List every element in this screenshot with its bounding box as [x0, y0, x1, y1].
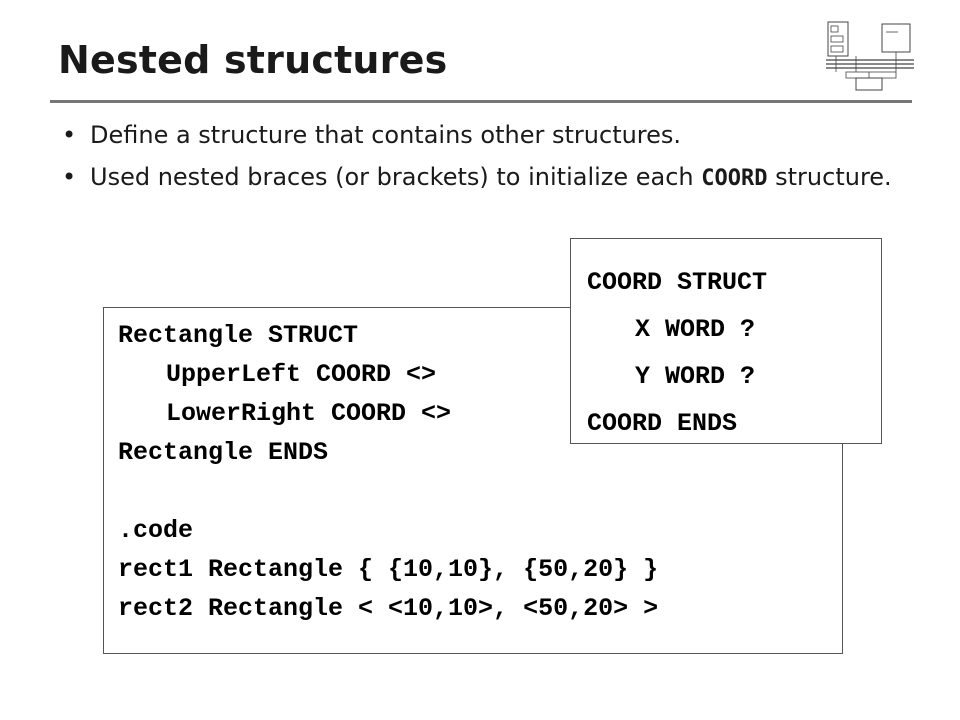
struct-line: X WORD ?	[635, 315, 756, 344]
bullet-glyph: •	[62, 163, 77, 191]
code-line: UpperLeft COORD <>	[166, 360, 437, 389]
bullet-glyph: •	[62, 121, 77, 149]
rectangle-code-box: Rectangle STRUCT UpperLeft COORD <> Lowe…	[103, 307, 843, 654]
inline-code: COORD	[701, 166, 768, 191]
struct-line: COORD STRUCT	[587, 268, 768, 297]
bullet-item: • Used nested braces (or brackets) to in…	[62, 162, 922, 194]
bullet-list: • Define a structure that contains other…	[62, 120, 922, 206]
title-divider	[50, 100, 912, 103]
computer-architecture-diagram-icon	[826, 21, 914, 91]
coord-struct-box: COORD STRUCT X WORD ? Y WORD ? COORD END…	[570, 238, 882, 444]
bullet-text: structure.	[767, 163, 892, 191]
page-title: Nested structures	[58, 38, 448, 82]
code-line: LowerRight COORD <>	[166, 399, 452, 428]
code-line: rect2 Rectangle < <10,10>, <50,20> >	[118, 594, 659, 623]
bullet-text: Define a structure that contains other s…	[90, 121, 682, 149]
code-line: Rectangle STRUCT	[118, 321, 359, 350]
code-line	[118, 472, 842, 511]
bullet-text: Used nested braces (or brackets) to init…	[90, 163, 702, 191]
code-line: Rectangle ENDS	[118, 438, 329, 467]
code-line: .code	[118, 516, 194, 545]
struct-line: Y WORD ?	[635, 362, 756, 391]
struct-line: COORD ENDS	[587, 409, 738, 438]
code-line: rect1 Rectangle { {10,10}, {50,20} }	[118, 555, 659, 584]
bullet-item: • Define a structure that contains other…	[62, 120, 922, 150]
